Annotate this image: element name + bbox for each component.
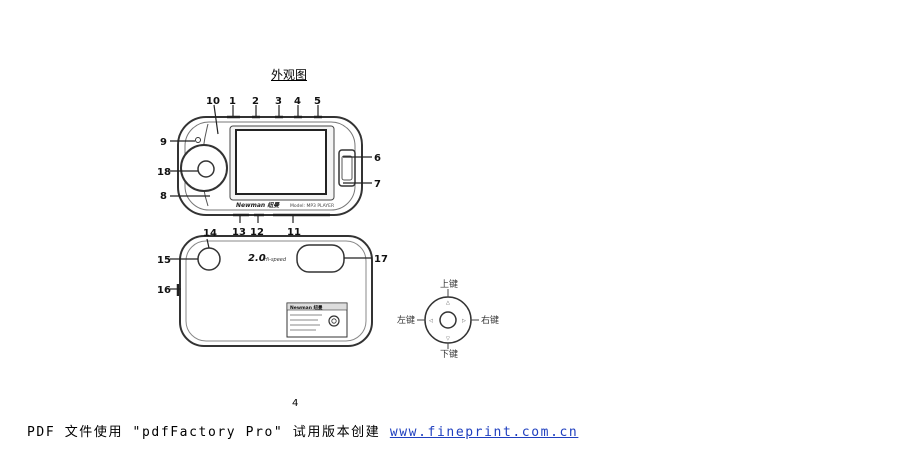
callout-4: 4: [294, 96, 301, 107]
callout-11: 11: [287, 227, 301, 238]
nav-up-label: 上键: [440, 278, 458, 290]
callout-15: 15: [157, 255, 171, 266]
figure-title: 外观图: [271, 68, 308, 82]
svg-text:◁: ◁: [429, 318, 433, 324]
svg-text:Newman 纽曼: Newman 纽曼: [290, 304, 323, 311]
dial-center: [197, 160, 215, 178]
callout-17: 17: [374, 254, 388, 265]
callout-8: 8: [160, 191, 167, 202]
svg-text:▽: ▽: [446, 336, 450, 342]
nav-left-label: 左键: [397, 314, 415, 326]
callout-10: 10: [206, 96, 220, 107]
callout-3: 3: [275, 96, 282, 107]
callout-14: 14: [203, 228, 217, 239]
side-slot: [338, 149, 356, 187]
front-view: Newman 纽曼 Model: MP3 PLAYER 1 2 3: [157, 96, 381, 238]
indicator-light: [195, 137, 201, 143]
front-brand: Newman 纽曼: [236, 201, 280, 209]
footer: PDF 文件使用 "pdfFactory Pro" 试用版本创建 www.fin…: [27, 421, 578, 440]
svg-text:△: △: [446, 300, 450, 306]
page-number: 4: [292, 398, 299, 409]
callout-5: 5: [314, 96, 321, 107]
usb-logo-sub: Hi-speed: [264, 257, 287, 263]
back-hole: [197, 247, 221, 271]
callout-6: 6: [374, 153, 381, 164]
back-label: Newman 纽曼: [286, 302, 348, 338]
callout-13: 13: [232, 227, 246, 238]
screen: [235, 129, 327, 195]
nav-right-label: 右键: [481, 314, 499, 326]
navigation-pad: △ ▽ ◁ ▷ 上键 下键 左键 右键: [397, 278, 499, 360]
callout-2: 2: [252, 96, 259, 107]
callout-7: 7: [374, 179, 381, 190]
callout-12: 12: [250, 227, 264, 238]
footer-text: PDF 文件使用 "pdfFactory Pro" 试用版本创建: [27, 425, 381, 440]
svg-text:▷: ▷: [462, 318, 466, 324]
callout-1: 1: [229, 96, 236, 107]
usb-logo: 2.0: [248, 253, 266, 264]
front-model: Model: MP3 PLAYER: [290, 203, 334, 209]
back-view: 2.0 Hi-speed Newman 纽曼 14 15 16 17: [157, 228, 388, 347]
callout-18: 18: [157, 167, 171, 178]
nav-down-label: 下键: [440, 348, 458, 360]
callout-9: 9: [160, 137, 167, 148]
back-window: [296, 244, 345, 273]
callout-16: 16: [157, 285, 171, 296]
footer-link[interactable]: www.fineprint.com.cn: [389, 425, 579, 440]
